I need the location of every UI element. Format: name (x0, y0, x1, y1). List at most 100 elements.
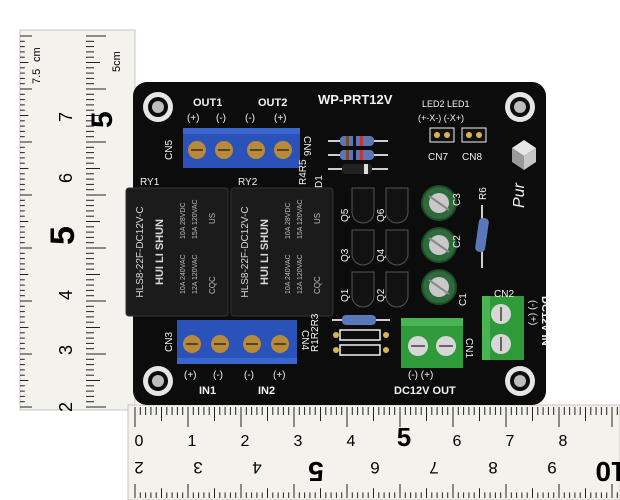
ruler-bottom-top-number: 3 (294, 433, 303, 450)
ruler-number-6: 6 (56, 173, 76, 183)
ruler-number-7: 7 (56, 112, 76, 122)
ruler-bottom-inch-number: 5 (308, 456, 324, 487)
brand-text: Pur (511, 182, 528, 208)
output-terminal-block (183, 128, 300, 168)
ruler-bottom-inch-number: 6 (370, 458, 379, 477)
ruler-secondary-label: 5cm (111, 51, 123, 72)
relay-ry2-model: HLS8-22F-DC12V-C (240, 206, 251, 297)
relay-ry1-brand: HUI LI SHUN (154, 219, 166, 285)
relay-ry1-spec-3: 10A 28VDC (180, 202, 187, 239)
diode-d1 (328, 164, 388, 174)
ruler-bottom-top-number: 5 (397, 422, 411, 452)
relay-ry2-brand: HUI LI SHUN (259, 219, 271, 285)
dc-out-signs: (-) (+) (408, 370, 433, 381)
relay-ry1: HLS8-22F-DC12V-C HUI LI SHUN 10A 240VAC … (125, 187, 229, 317)
ruler-number-3: 3 (56, 345, 76, 355)
resistor-r2 (333, 329, 389, 341)
cn6-label: CN6 (301, 136, 312, 156)
ruler-bottom-top-number: 6 (453, 433, 462, 450)
q6-label: Q6 (376, 208, 387, 222)
out-sign-3: (-) (245, 113, 255, 124)
in-sign-1: (+) (184, 370, 197, 381)
ruler-bottom-top-number: 0 (135, 433, 144, 450)
capacitor-c3 (421, 185, 457, 221)
out-sign-4: (+) (274, 113, 287, 124)
cn2-label: CN2 (494, 289, 514, 300)
ruler-bottom-inch-number: 4 (252, 458, 261, 477)
in-sign-4: (+) (273, 370, 286, 381)
r4r5-label: R4R5 (298, 159, 309, 185)
ruler-bottom-top-number: 7 (506, 433, 515, 450)
ruler-bottom-top-number: 2 (241, 433, 250, 450)
r6-label: R6 (478, 187, 489, 200)
ruler-bottom-inch-number: 2 (134, 458, 143, 477)
relay-ry1-spec-2: 12A 120VAC (192, 254, 199, 294)
mounting-hole-icon (505, 92, 535, 122)
ruler-bottom-inch-number: 3 (193, 458, 202, 477)
ruler-bottom-top-number: 8 (559, 433, 568, 450)
ruler-bottom-inch-number: 9 (547, 458, 556, 477)
out-sign-2: (-) (216, 113, 226, 124)
q4-label: Q4 (376, 248, 387, 262)
dc-out-label: DC12V OUT (394, 385, 456, 397)
ruler-number-2: 2 (56, 402, 76, 412)
out2-label: OUT2 (258, 97, 287, 109)
board-title: WP-PRT12V (318, 92, 393, 107)
transistor-group (351, 187, 409, 308)
q2-label: Q2 (376, 288, 387, 302)
q3-label: Q3 (340, 248, 351, 262)
in2-label: IN2 (258, 385, 275, 397)
in1-label: IN1 (199, 385, 216, 397)
capacitor-c1 (421, 269, 457, 305)
in-sign-3: (-) (244, 370, 254, 381)
led-labels: LED2 LED1 (422, 99, 470, 109)
ruler-bottom-top-number: 4 (347, 433, 356, 450)
dc-in-label: DC12V IN (539, 296, 551, 346)
mounting-hole-icon (143, 366, 173, 396)
relay-ry1-cert: CQC (208, 276, 217, 294)
relay-ry1-model: HLS8-22F-DC12V-C (135, 206, 146, 297)
c3-label: C3 (452, 193, 463, 206)
pcb-board: WP-PRT12V OUT1 OUT2 (+) (-) (-) (+) LED2… (125, 82, 551, 405)
led-signs: (+-X-) (-X+) (418, 113, 464, 123)
resistor-r4 (328, 136, 388, 146)
brand-logo-icon (512, 140, 536, 170)
mounting-hole-icon (143, 92, 173, 122)
relay-ry2-spec-3: 10A 28VDC (285, 202, 292, 239)
resistor-r1 (332, 315, 390, 325)
relay-ry1-spec-4: 15A 120VAC (192, 199, 199, 239)
resistor-r3 (333, 344, 389, 356)
ruler-bottom-inch-number: 8 (488, 458, 497, 477)
q1-label: Q1 (340, 288, 351, 302)
cn1-label: CN1 (463, 338, 474, 358)
ruler-secondary-big: 5 (86, 111, 119, 128)
relay-ry2-spec-2: 12A 120VAC (297, 254, 304, 294)
q5-label: Q5 (340, 208, 351, 222)
led-header-cn7 (429, 127, 455, 143)
dc-in-signs: (-) (+) (527, 300, 538, 325)
c1-label: C1 (458, 293, 469, 306)
capacitor-c2 (421, 227, 457, 263)
relay-ry2-spec-4: 15A 120VAC (297, 199, 304, 239)
r1r2r3-label: R1R2R3 (310, 313, 321, 352)
relay-ry1-ul: US (208, 213, 217, 224)
relay-ry2: HLS8-22F-DC12V-C HUI LI SHUN 10A 240VAC … (230, 187, 334, 317)
ruler-unit-label: cm (31, 47, 43, 62)
ry1-label: RY1 (140, 177, 160, 188)
relay-ry1-spec-1: 10A 240VAC (180, 254, 187, 294)
ry2-label: RY2 (238, 177, 258, 188)
ruler-number-4: 4 (56, 290, 76, 300)
relay-ry2-cert: CQC (313, 276, 322, 294)
dc-out-terminal (401, 318, 463, 368)
ruler-top-label: 7.5 (31, 69, 43, 84)
relay-ry2-ul: US (313, 213, 322, 224)
out-sign-1: (+) (187, 113, 200, 124)
ruler-big-number: 5 (44, 226, 82, 245)
cn7-label: CN7 (428, 152, 448, 163)
cn5-label: CN5 (164, 140, 175, 160)
resistor-r6 (475, 205, 489, 268)
resistor-r5 (328, 150, 388, 160)
ruler-bottom-inch-number: 7 (429, 458, 438, 477)
led-header-cn8 (461, 127, 487, 143)
